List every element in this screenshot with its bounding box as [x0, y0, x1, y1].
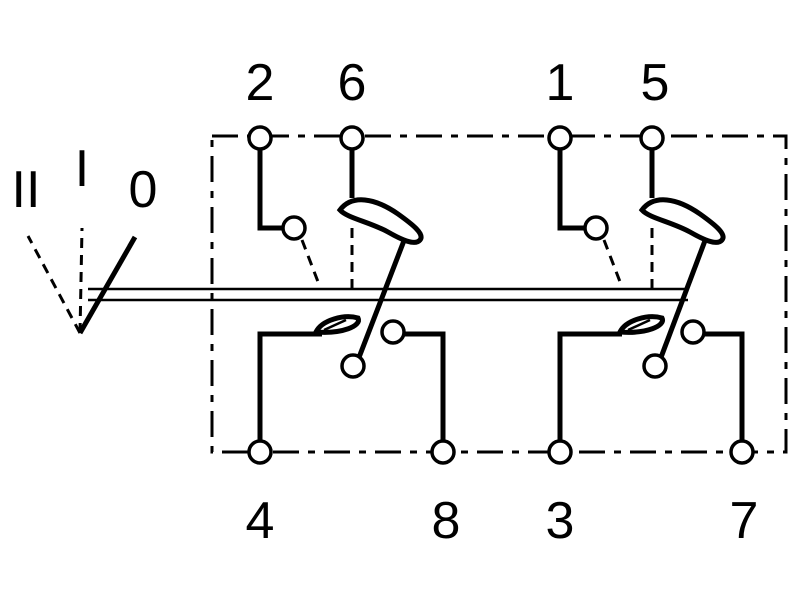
terminal-label-4: 4 — [246, 492, 275, 550]
position-line-zero — [77, 235, 138, 335]
terminal-3-circle — [547, 439, 573, 465]
right-switch-pole — [557, 140, 745, 452]
housing-outline — [210, 134, 788, 454]
position-line-one — [78, 227, 84, 334]
pivot-left — [340, 353, 366, 379]
left-switch-pole — [257, 140, 446, 452]
terminal-5-circle — [639, 125, 665, 151]
pivot-right — [642, 353, 668, 379]
contact-right-lower — [680, 319, 706, 345]
rocker-indicator — [26, 227, 138, 335]
terminal-label-8: 8 — [432, 492, 461, 550]
contact-left-lower — [380, 319, 406, 345]
terminal-label-2: 2 — [246, 54, 275, 112]
position-label-one: I — [75, 140, 89, 198]
terminal-8-circle — [430, 439, 456, 465]
actuator-bar — [88, 287, 688, 302]
position-label-zero: 0 — [129, 161, 158, 219]
terminal-label-1: 1 — [546, 54, 575, 112]
terminal-label-6: 6 — [338, 54, 367, 112]
terminal-label-7: 7 — [730, 492, 759, 550]
terminal-label-3: 3 — [546, 492, 575, 550]
terminal-6-circle — [339, 125, 365, 151]
terminal-1-circle — [547, 125, 573, 151]
position-line-two — [26, 235, 82, 334]
terminal-circles — [247, 125, 755, 465]
position-label-two: II — [12, 161, 41, 219]
contact-right-upper — [583, 215, 609, 241]
contact-left-upper — [281, 215, 307, 241]
terminal-2-circle — [247, 125, 273, 151]
terminal-7-circle — [729, 439, 755, 465]
terminal-label-5: 5 — [641, 54, 670, 112]
terminal-4-circle — [247, 439, 273, 465]
